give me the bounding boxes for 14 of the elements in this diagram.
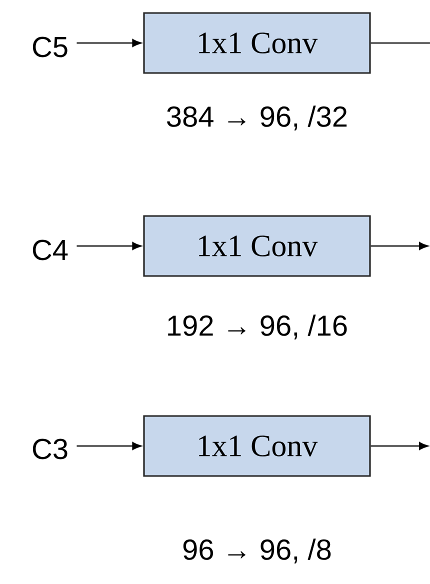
node-label: 96 → 96, /8	[183, 538, 331, 564]
arrow	[76, 242, 142, 250]
arrow	[76, 39, 142, 47]
input-label: C5	[32, 36, 68, 58]
arrow	[370, 242, 428, 250]
arrow	[76, 442, 142, 450]
conv-box: 1x1 Conv	[143, 12, 371, 74]
conv-box: 1x1 Conv	[143, 215, 371, 277]
arrow	[370, 442, 428, 450]
input-label: C3	[32, 438, 68, 460]
input-label: C4	[32, 240, 68, 260]
node-label: 192 → 96, /16	[168, 314, 347, 340]
conv-box: 1x1 Conv	[143, 415, 371, 477]
node-label: 384 → 96, /32	[167, 106, 347, 130]
